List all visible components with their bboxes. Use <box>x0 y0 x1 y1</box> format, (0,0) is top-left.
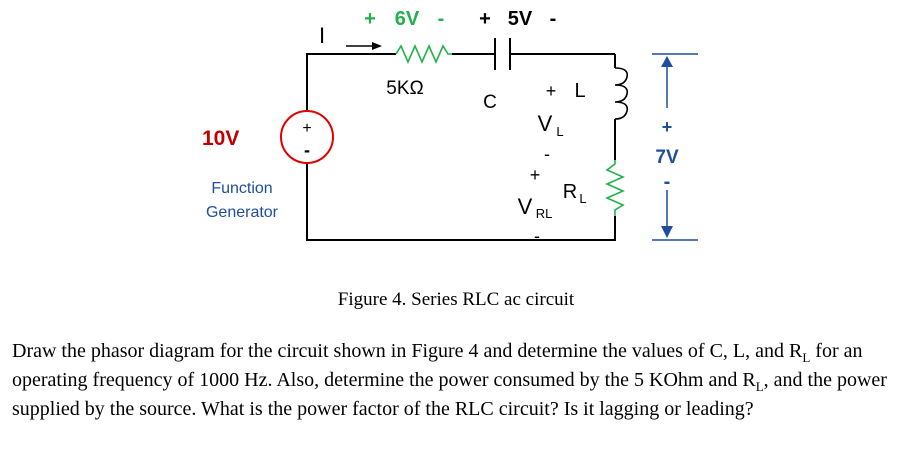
capacitor-label: C <box>483 92 497 113</box>
question-text: Draw the phasor diagram for the circuit … <box>12 340 900 421</box>
source-name-line2: Generator <box>206 204 279 221</box>
rl-label-main: R <box>563 181 577 203</box>
inductor-voltage-sub: L <box>556 124 563 139</box>
question-sub1: L <box>802 350 811 365</box>
capacitor-voltage-plus: + <box>479 8 491 30</box>
source-name-line1: Function <box>211 180 272 197</box>
resistor-voltage-minus: - <box>438 8 445 30</box>
resistor-rl <box>605 160 625 216</box>
wire-top-left <box>306 53 396 112</box>
source-voltage-label: 10V <box>202 127 239 150</box>
inductor-coil <box>614 67 629 120</box>
output-voltage-arrow <box>652 53 698 241</box>
inductor-label: L <box>574 80 585 102</box>
current-label: I <box>319 23 325 48</box>
rl-label-sub: L <box>579 191 586 206</box>
output-plus: + <box>662 117 673 137</box>
capacitor-voltage-minus: - <box>550 8 557 30</box>
source-plus: + <box>302 120 311 137</box>
current-arrow <box>346 42 382 50</box>
figure-caption: Figure 4. Series RLC ac circuit <box>337 289 575 310</box>
capacitor-voltage-value: 5V <box>508 8 533 30</box>
output-minus: - <box>664 171 671 193</box>
circuit-wires <box>306 53 616 241</box>
inductor-plus: + <box>546 81 557 101</box>
question-part3: , and the power supplied by the source. … <box>12 369 887 420</box>
output-voltage-label: 7V <box>655 147 679 168</box>
question-part2: for an operating frequency of 1000 Hz. A… <box>12 340 863 391</box>
capacitor <box>494 38 511 70</box>
resistor-5k <box>395 44 452 64</box>
resistor-voltage-plus: + <box>364 8 376 30</box>
question-sub2: L <box>755 379 764 394</box>
rl-plus: + <box>530 165 541 185</box>
rlc-circuit-diagram: I + - 10V Function Generator + 6V - 5KΩ … <box>202 8 698 246</box>
resistor-voltage-value: 6V <box>395 8 420 30</box>
rl-voltage-sub: RL <box>536 206 553 221</box>
resistor-value-label: 5KΩ <box>386 78 423 99</box>
source-minus: - <box>304 140 310 160</box>
inductor-voltage-main: V <box>538 111 553 136</box>
inductor-minus: - <box>544 144 550 164</box>
question-part1: Draw the phasor diagram for the circuit … <box>12 340 803 362</box>
wire-rl-bottom <box>306 162 616 241</box>
rl-voltage-main: V <box>518 194 533 219</box>
function-generator-source <box>280 110 334 164</box>
rl-minus: - <box>534 226 540 246</box>
